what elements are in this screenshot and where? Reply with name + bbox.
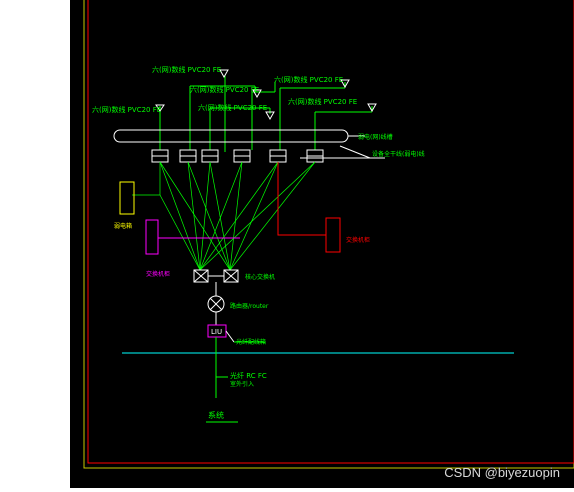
bus-label: 弱电(网)线槽 [358, 133, 393, 141]
magenta-device-box [145, 219, 159, 255]
left-device-box [119, 181, 135, 215]
inner-frame [87, 0, 574, 464]
system-label: 系统 [208, 410, 224, 420]
liu-label: LIU [211, 328, 222, 336]
cable-label: 六(网)数线 PVC20 FE [198, 103, 267, 112]
network-diagram: 六(网)数线 PVC20 FE 六(网)数线 PVC20 FE 六(网)数线 P… [83, 0, 574, 469]
cable-label: 六(网)数线 PVC20 FE [274, 75, 343, 84]
outlet-icon [340, 79, 350, 89]
switch-label: 核心交换机 [245, 273, 275, 281]
cable-label: 六(网)数线 PVC20 FE [190, 85, 259, 94]
incoming-sub: 室外引入 [230, 380, 254, 388]
outlet-icon [252, 89, 262, 99]
cable-trunk [113, 129, 349, 143]
cad-canvas: 六(网)数线 PVC20 FE 六(网)数线 PVC20 FE 六(网)数线 P… [70, 0, 574, 488]
patch-panels [151, 149, 324, 163]
left-box-label: 弱电箱 [114, 222, 132, 230]
fanout-links [132, 161, 316, 271]
outlet-icon [219, 69, 229, 79]
incoming-label: 光纤 RC FC [230, 371, 267, 380]
bus-sublabel: 设备全干线(弱电)线 [372, 150, 425, 158]
outlet-icon [367, 103, 377, 113]
core-switch-icons [193, 269, 239, 283]
outlet-drops [159, 75, 373, 152]
red-box-label: 交换机柜 [346, 236, 370, 244]
outer-frame [83, 0, 574, 469]
cable-label: 六(网)数线 PVC20 FE [152, 65, 221, 74]
liu-caption: 光纤配线箱 [236, 338, 266, 346]
cable-label: 六(网)数线 PVC20 FE [288, 97, 357, 106]
red-device-box [325, 217, 341, 253]
outlet-icon [265, 111, 275, 121]
magenta-box-label: 交换机柜 [146, 270, 170, 278]
outlet-icon [155, 104, 165, 112]
outlet-icons [155, 69, 377, 121]
router-icon [207, 295, 225, 313]
router-label: 路由器/router [230, 302, 269, 310]
cable-label: 六(网)数线 PVC20 FE [92, 105, 161, 114]
watermark: CSDN @biyezuopin [444, 465, 560, 480]
